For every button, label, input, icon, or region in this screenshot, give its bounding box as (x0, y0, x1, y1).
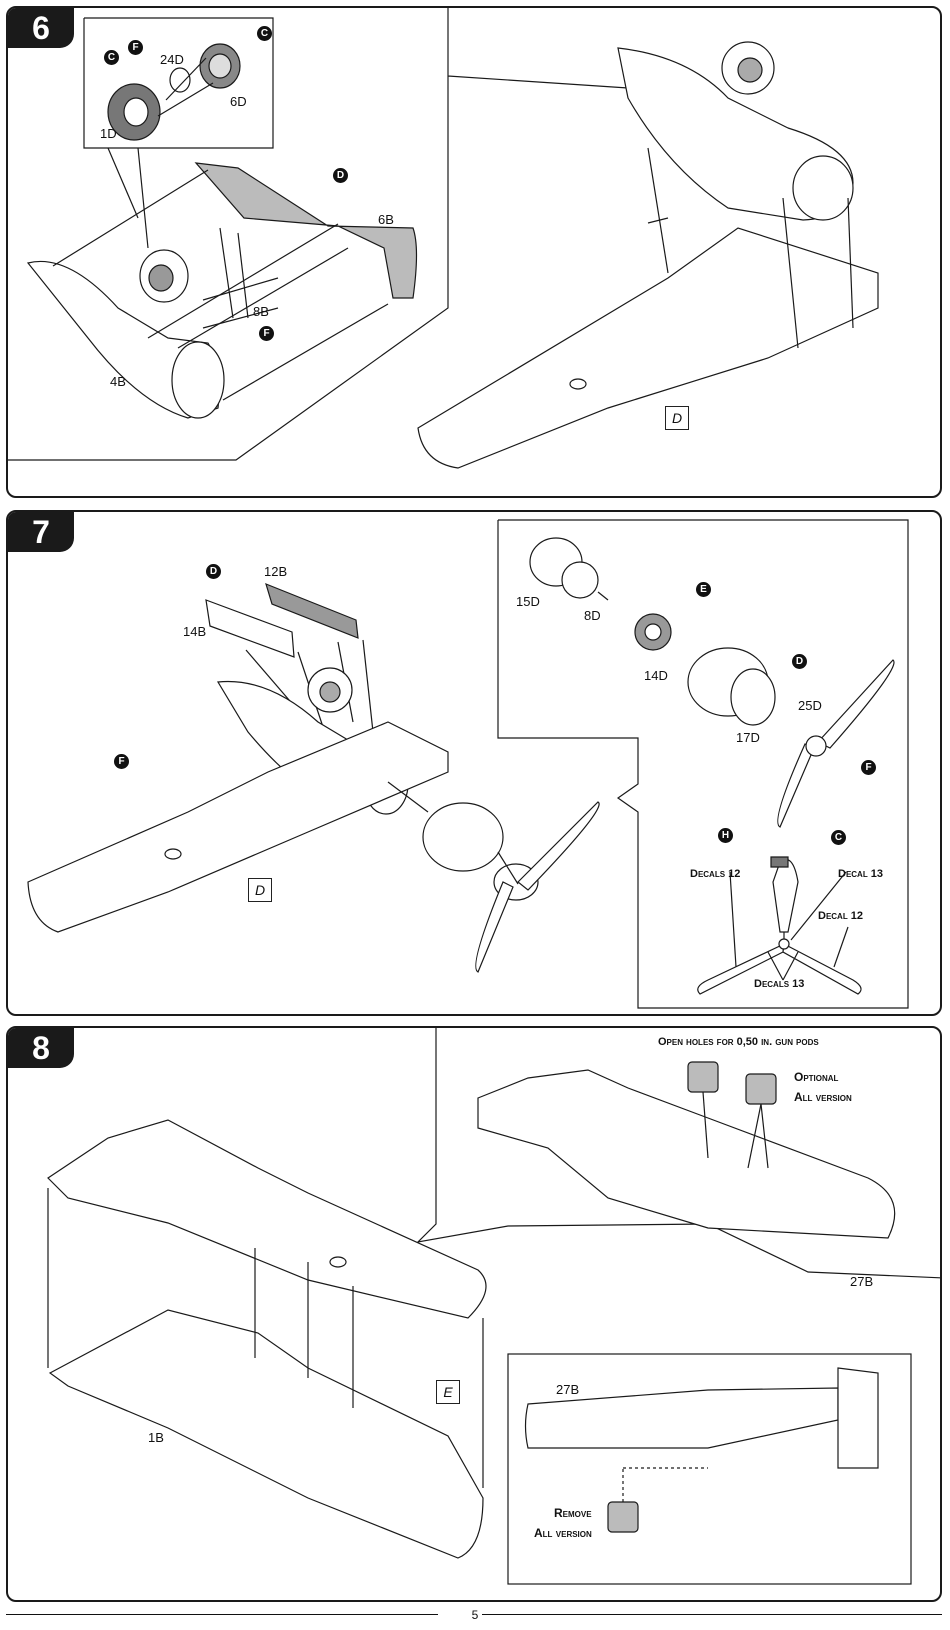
wing-tag: D (248, 878, 272, 902)
part-label: 1B (148, 1430, 164, 1445)
step-6-illustration (8, 8, 879, 469)
part-label: 27B (850, 1274, 874, 1289)
part-label: 6D (230, 94, 247, 109)
wing-tag: D (665, 406, 689, 430)
step-7-panel: 7 (6, 510, 942, 1016)
page-footer-line (6, 1614, 438, 1615)
page-number: 5 (471, 1608, 479, 1622)
callout-c: C (104, 50, 119, 65)
part-label: 1D (100, 126, 117, 141)
part-label: 25D (798, 698, 822, 713)
callout-d: D (792, 654, 807, 669)
step-number: 6 (8, 8, 74, 48)
callout-d: D (333, 168, 348, 183)
part-label: 17D (736, 730, 760, 745)
wheel-inset-frame (83, 17, 274, 149)
optional-note: Optional (794, 1070, 839, 1084)
part-label: 24D (160, 52, 184, 67)
part-label: 4B (110, 374, 126, 389)
part-label: 15D (516, 594, 540, 609)
part-label: 8B (253, 304, 269, 319)
wing-tag: E (436, 1380, 460, 1404)
callout-h: H (718, 828, 733, 843)
callout-e: E (696, 582, 711, 597)
decal-label: Decals 13 (754, 978, 805, 990)
part-label: 27B (556, 1382, 580, 1397)
part-label: 6B (378, 212, 394, 227)
remove-note: Remove (554, 1506, 592, 1520)
decal-label: Decal 13 (838, 868, 884, 880)
decal-label: Decals 12 (690, 868, 741, 880)
decal-label: Decal 12 (818, 910, 864, 922)
open-holes-note: Open holes for 0,50 in. gun pods (658, 1036, 819, 1048)
page-footer-line (482, 1614, 942, 1615)
step-6-panel: 6 (6, 6, 942, 498)
step-8-panel: 8 (6, 1026, 942, 1602)
callout-f: F (128, 40, 143, 55)
optional-note: All version (794, 1090, 852, 1104)
callout-d: D (206, 564, 221, 579)
step-number: 8 (8, 1028, 74, 1068)
part-label: 12B (264, 564, 288, 579)
callout-c: C (831, 830, 846, 845)
callout-f: F (114, 754, 129, 769)
step-number: 7 (8, 512, 74, 552)
callout-f: F (861, 760, 876, 775)
callout-f: F (259, 326, 274, 341)
part-label: 14B (183, 624, 207, 639)
callout-c: C (257, 26, 272, 41)
part-label: 8D (584, 608, 601, 623)
remove-note: All version (534, 1526, 592, 1540)
step-8-illustration (47, 1028, 940, 1585)
part-label: 14D (644, 668, 668, 683)
step-7-illustration (27, 519, 909, 1009)
